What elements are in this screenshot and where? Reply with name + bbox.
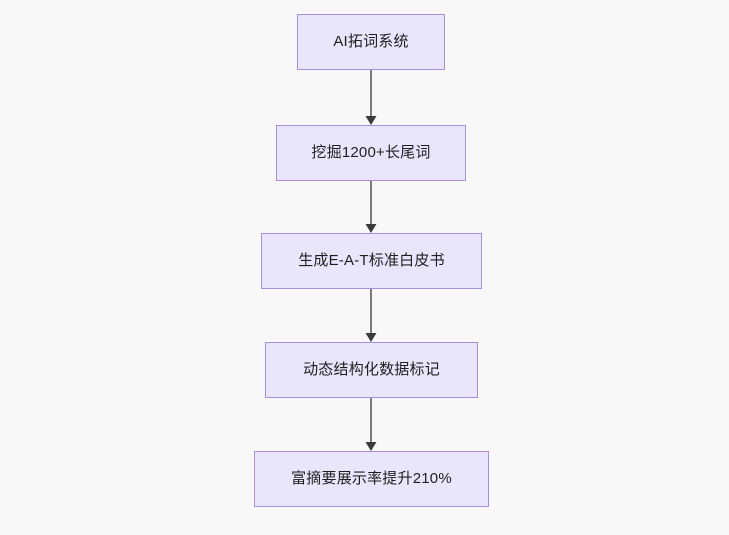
flow-node-n5[interactable]: 富摘要展示率提升210% xyxy=(254,451,489,507)
flow-edge-n2-to-n3 xyxy=(363,181,379,233)
flow-node-n3[interactable]: 生成E-A-T标准白皮书 xyxy=(261,233,482,289)
flow-node-label: 生成E-A-T标准白皮书 xyxy=(298,251,445,269)
flow-node-label: 挖掘1200+长尾词 xyxy=(311,143,431,161)
flow-node-n2[interactable]: 挖掘1200+长尾词 xyxy=(276,125,466,181)
flow-node-n1[interactable]: AI拓词系统 xyxy=(297,14,445,70)
flow-node-n4[interactable]: 动态结构化数据标记 xyxy=(265,342,478,398)
flow-edge-n1-to-n2 xyxy=(363,70,379,125)
flow-edge-n4-to-n5 xyxy=(363,398,379,451)
flow-node-label: 富摘要展示率提升210% xyxy=(291,469,452,487)
flow-node-label: 动态结构化数据标记 xyxy=(303,360,440,378)
flow-edge-n3-to-n4 xyxy=(363,289,379,342)
flow-node-label: AI拓词系统 xyxy=(333,32,409,50)
